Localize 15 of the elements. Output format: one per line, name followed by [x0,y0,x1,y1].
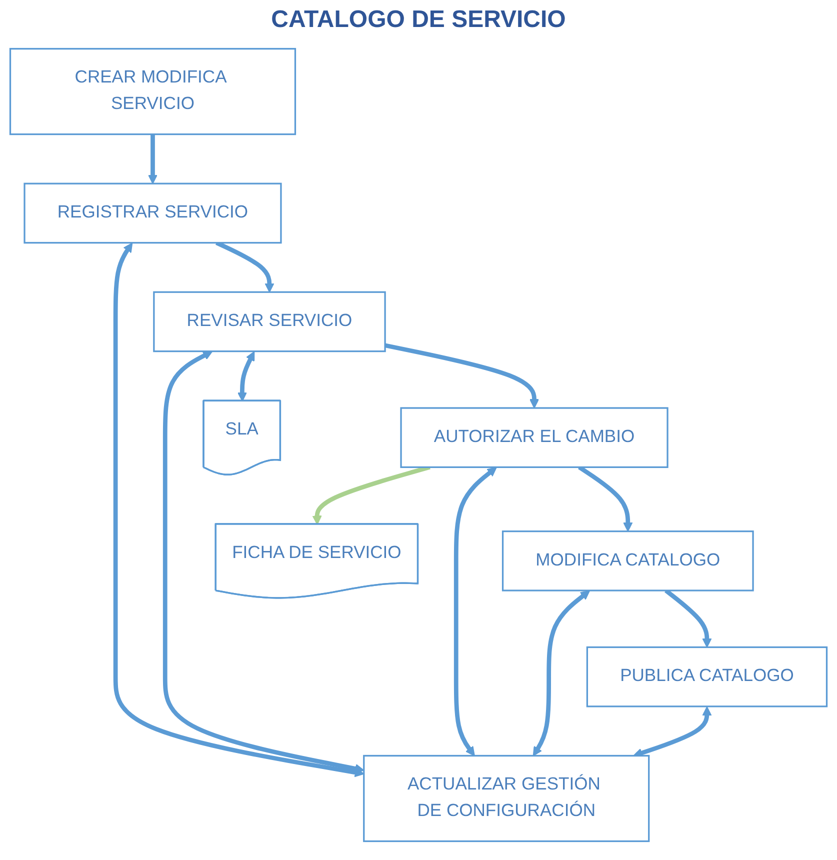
arrow [532,590,590,756]
node-box: REGISTRAR SERVICIO [24,182,282,244]
node-box: AUTORIZAR EL CAMBIO [400,407,668,468]
node-box: PUBLICA CATALOGO [586,646,828,708]
diagram-title: CATALOGO DE SERVICIO [270,6,567,34]
arrow [148,134,158,184]
node-box: CREAR MODIFICA SERVICIO [9,48,296,136]
arrow [162,351,364,774]
arrow [384,343,540,408]
arrow [237,351,255,402]
arrow [113,242,364,778]
arrow [454,467,497,756]
node-box: REVISAR SERVICIO [153,291,386,352]
node-box: ACTUALIZAR GESTIÓN DE CONFIGURACIÓN [363,754,650,842]
node-box: MODIFICA CATALOGO [502,530,754,592]
